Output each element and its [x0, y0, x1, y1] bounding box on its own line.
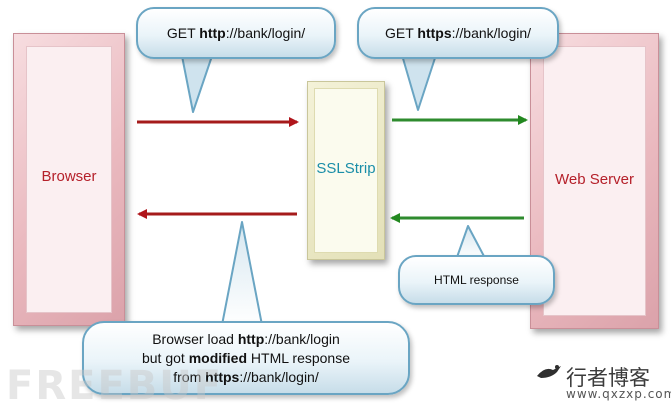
callout-browser-result-text: Browser load http://bank/login but got m… [142, 330, 350, 387]
watermark-url: www.qxzxp.com [566, 387, 671, 401]
browser-node: Browser [13, 33, 125, 326]
text-bold-segment: https [205, 368, 240, 385]
callout-tail-request-https [401, 54, 437, 111]
runner-logo-icon [537, 365, 561, 378]
text-bold-segment: http [237, 330, 265, 347]
callout-tail-request-http [181, 55, 213, 113]
text-segment: Browser load [152, 330, 238, 347]
web-server-node-face [543, 46, 646, 316]
callout-line-1: Browser load http://bank/login [142, 330, 350, 349]
text-segment: from [173, 368, 206, 385]
text-bold-segment: http [199, 25, 226, 41]
text-segment: but got [141, 349, 189, 366]
web-server-label: Web Server [555, 171, 634, 188]
sslstrip-node-face [314, 88, 378, 253]
watermark-freebuf: FREEBUF [6, 363, 224, 409]
callout-request-http: GET http://bank/login/ [136, 7, 336, 59]
callout-request-http-text: GET http://bank/login/ [167, 25, 305, 41]
browser-node-face [26, 46, 112, 313]
sslstrip-node: SSLStrip [307, 81, 385, 260]
callout-request-https-text: GET https://bank/login/ [385, 25, 531, 41]
text-bold-segment: https [417, 25, 452, 41]
sslstrip-label: SSLStrip [316, 160, 376, 177]
callout-html-response: HTML response [398, 255, 555, 305]
text-segment: HTML response [247, 349, 350, 366]
callout-line-2: but got modified HTML response [142, 349, 350, 368]
callout-tail-browser-result [221, 221, 263, 326]
text-bold-segment: modified [188, 349, 248, 366]
text-segment: ://bank/login/ [225, 25, 306, 41]
callout-html-response-text: HTML response [434, 273, 519, 287]
text-segment: ://bank/login [264, 330, 340, 347]
text-segment: ://bank/login/ [451, 25, 532, 41]
watermark-brand: 行者博客 [566, 366, 650, 390]
text-segment: GET [166, 25, 200, 41]
callout-browser-result: Browser load http://bank/login but got m… [82, 321, 410, 395]
callout-line-3: from https://bank/login/ [142, 368, 350, 387]
callout-request-https: GET https://bank/login/ [357, 7, 559, 59]
text-segment: GET [384, 25, 418, 41]
text-segment: ://bank/login/ [239, 368, 319, 385]
browser-label: Browser [41, 168, 97, 185]
